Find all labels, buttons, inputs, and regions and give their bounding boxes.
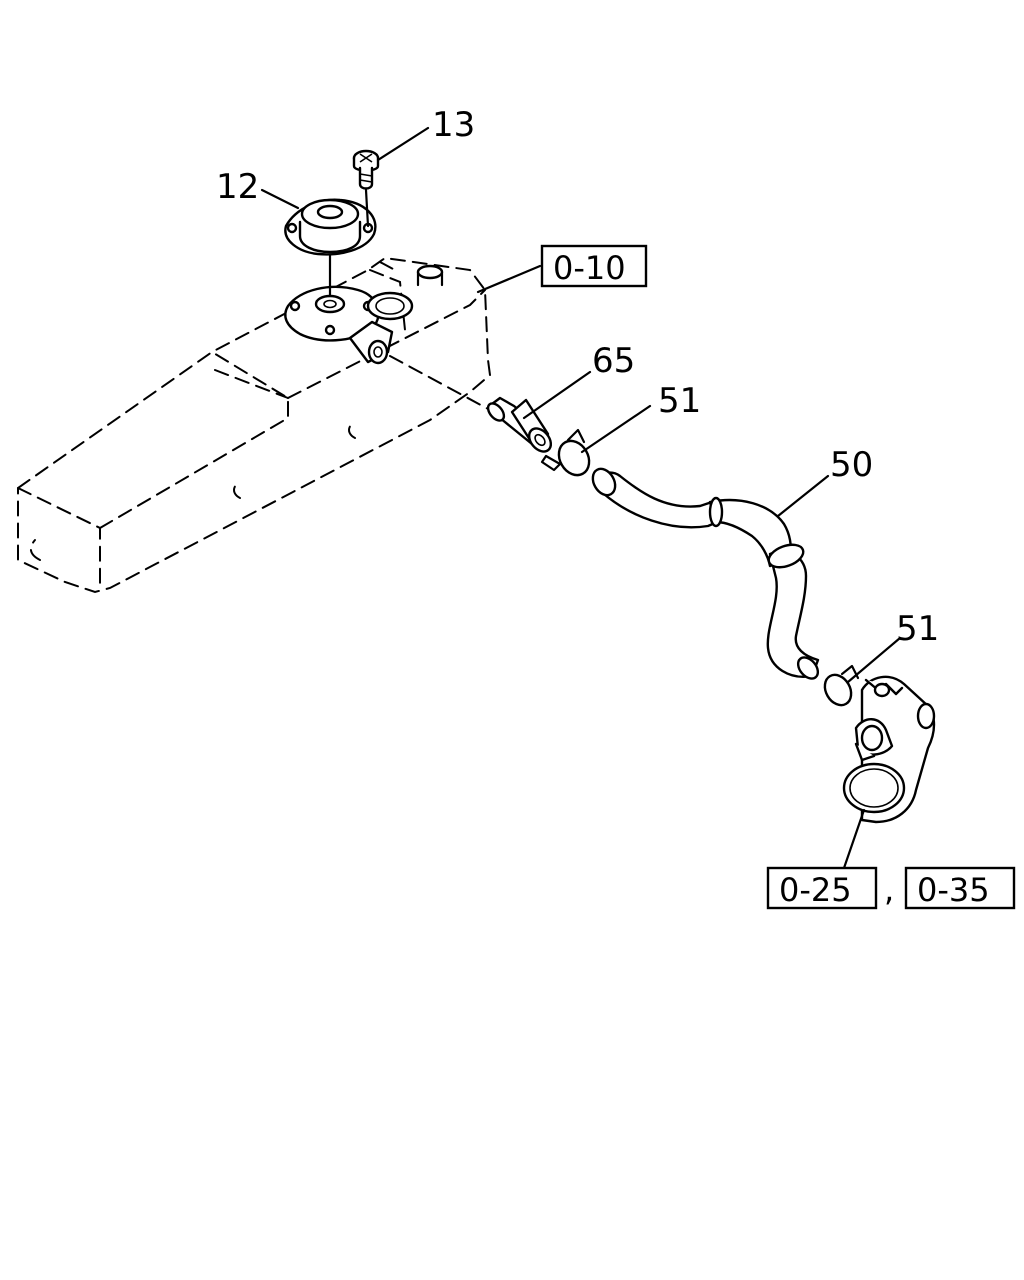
callout-13: 13 [432, 105, 475, 145]
reference-box-0-35[interactable]: 0-35 [904, 866, 1016, 910]
hose-clip-51-upper [540, 428, 591, 477]
screw-13 [352, 149, 380, 228]
reference-label-0-35: 0-35 [917, 871, 990, 909]
breather-cap-12 [284, 198, 377, 256]
hose-50 [591, 467, 820, 680]
hose-clip-51-lower [823, 664, 860, 707]
reference-box-0-10[interactable]: 0-10 [540, 244, 648, 288]
callout-12: 12 [216, 167, 259, 207]
reference-separator: , [884, 871, 894, 909]
leader-lines [260, 126, 902, 870]
cylinder-head-cover-outline [17, 256, 492, 594]
callout-51-upper: 51 [658, 381, 701, 421]
callout-51-lower: 51 [896, 609, 939, 649]
reference-box-0-25[interactable]: 0-25 [766, 866, 878, 910]
breather-base-plate [284, 285, 414, 365]
reference-label-0-10: 0-10 [553, 249, 626, 287]
routing-line [389, 355, 491, 411]
callout-50: 50 [830, 445, 873, 485]
water-outlet-housing [842, 675, 936, 824]
callout-65: 65 [592, 341, 635, 381]
pipe-65 [486, 396, 553, 453]
reference-label-0-25: 0-25 [779, 871, 852, 909]
